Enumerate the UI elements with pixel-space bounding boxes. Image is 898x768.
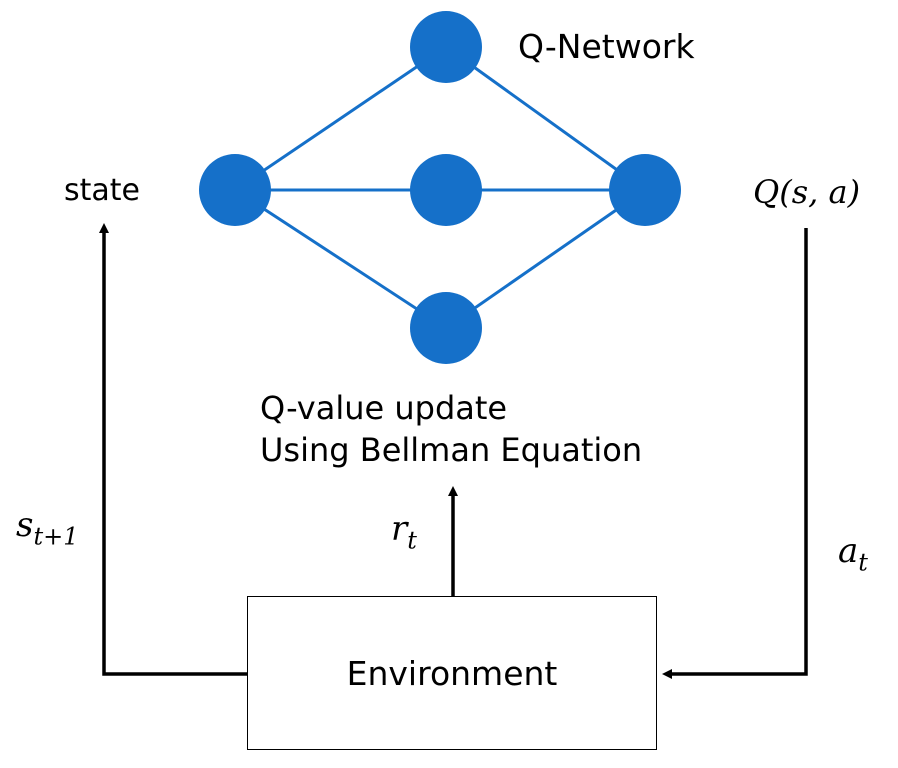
reward-label: rt [391,512,417,552]
reward-subscript: t [407,526,417,555]
action-base: a [838,531,859,571]
edge-bottom-output [445,188,646,330]
next-state-base: s [16,505,34,545]
environment-box: Environment [247,596,657,750]
hidden-node-top [410,11,482,83]
action-arrow [662,228,808,679]
hidden-node-bottom [410,292,482,364]
network-nodes [199,11,681,364]
environment-label: Environment [346,653,558,693]
next-state-subscript: t+1 [33,522,79,551]
edge-input-bottom [234,188,447,330]
next-state-arrow [99,223,247,676]
flow-arrows [99,223,808,679]
network-title: Q-Network [518,27,695,66]
input-node [199,154,271,226]
action-label: at [838,534,868,574]
action-subscript: t [858,548,868,577]
reward-base: r [391,509,408,549]
state-label: state [64,173,140,208]
hidden-node-middle [410,154,482,226]
next-state-label: st+1 [16,508,78,548]
edge-top-output [445,45,646,192]
edge-input-top [234,45,447,192]
output-node [609,154,681,226]
update-line-1: Q-value update [260,389,508,427]
q-function-label: Q(s, a) [753,173,861,211]
update-line-2: Using Bellman Equation [260,431,643,469]
